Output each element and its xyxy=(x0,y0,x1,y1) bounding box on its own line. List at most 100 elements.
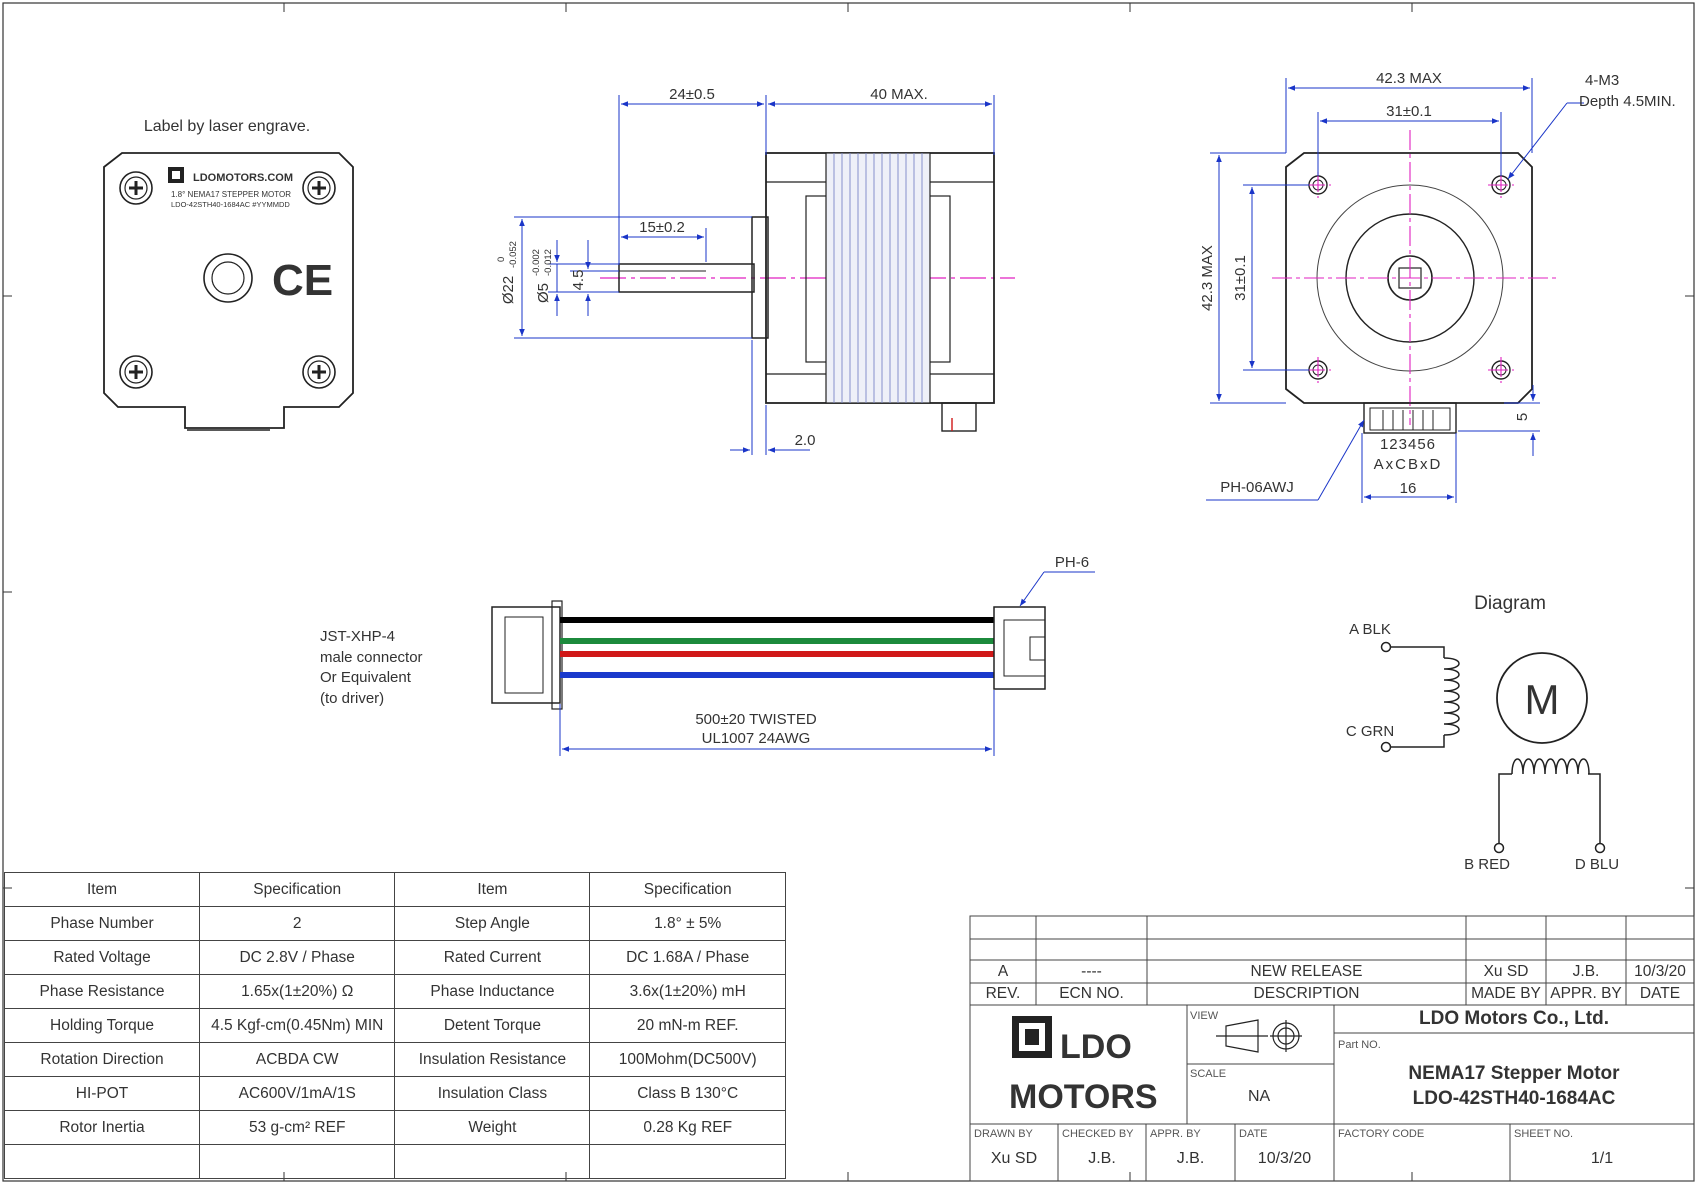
table-cell: 1.8° ± 5% xyxy=(589,906,786,941)
coil-b-d xyxy=(1511,758,1590,775)
dim-16: 16 xyxy=(1400,480,1417,497)
label-d-blu: D BLU xyxy=(1575,856,1619,873)
sheet-no-label: SHEET NO. xyxy=(1514,1128,1574,1140)
table-cell: Phase Number xyxy=(3,906,201,941)
laser-note: Label by laser engrave. xyxy=(144,118,310,135)
part-name: NEMA17 Stepper Motor xyxy=(1408,1063,1620,1084)
table-cell: DC 2.8V / Phase xyxy=(199,940,396,975)
dim-5-tol-bot: -0.012 xyxy=(543,249,554,276)
appr-by-label: APPR. BY xyxy=(1150,1128,1201,1140)
wiring-diagram: Diagram A BLK C GRN B RED D BLU M xyxy=(1346,593,1619,873)
appr-by-bottom: J.B. xyxy=(1176,1150,1205,1167)
table-row xyxy=(3,1144,786,1179)
motor-symbol xyxy=(1496,652,1588,744)
cable-length: 500±20 TWISTED xyxy=(695,711,817,728)
side-view: 24±0.5 40 MAX. 15±0.2 2.0 Ø22 0 -0.052 Ø… xyxy=(496,86,1015,455)
label-a-blk: A BLK xyxy=(1349,621,1391,638)
coil-a-c xyxy=(1443,657,1460,736)
stator-laminations xyxy=(825,152,931,404)
table-cell: ACBDA CW xyxy=(199,1042,396,1077)
header-cell: Specification xyxy=(589,872,786,907)
table-cell: Weight xyxy=(394,1110,591,1145)
screw-icon xyxy=(119,355,153,389)
label-line1: 1.8° NEMA17 STEPPER MOTOR xyxy=(171,190,291,199)
drawn-by-value: Xu SD xyxy=(990,1150,1038,1167)
jst-line1: JST-XHP-4 xyxy=(320,628,395,645)
label-logo-icon xyxy=(168,167,184,183)
checked-by-label: CHECKED BY xyxy=(1062,1128,1134,1140)
cable-spec: UL1007 24AWG xyxy=(702,730,811,747)
table-cell xyxy=(589,1144,786,1179)
table-cell: 1.65x(1±20%) Ω xyxy=(199,974,396,1009)
table-cell: 100Mohm(DC500V) xyxy=(589,1042,786,1077)
pin-letters: AxCBxD xyxy=(1374,456,1443,473)
table-cell: Rated Current xyxy=(394,940,591,975)
motor-back-outline xyxy=(103,152,354,429)
part-number: LDO-42STH40-1684AC xyxy=(1412,1088,1616,1109)
table-cell xyxy=(394,1144,591,1179)
header-cell: Item xyxy=(394,872,591,907)
ldo-logo-icon xyxy=(1012,1016,1052,1058)
label-brand: LDOMOTORS.COM xyxy=(193,172,293,184)
table-header-row: Item Specification Item Specification xyxy=(3,872,786,907)
label-c-grn: C GRN xyxy=(1346,723,1394,740)
table-cell: DC 1.68A / Phase xyxy=(589,940,786,975)
table-cell: Rotation Direction xyxy=(3,1042,201,1077)
table-cell: Insulation Class xyxy=(394,1076,591,1111)
description-header: DESCRIPTION xyxy=(1253,985,1360,1002)
table-cell: Phase Inductance xyxy=(394,974,591,1009)
dim-2: 2.0 xyxy=(795,432,816,449)
pin-numbers: 123456 xyxy=(1380,436,1436,453)
connector-label: PH-06AWJ xyxy=(1220,479,1294,496)
table-cell: HI-POT xyxy=(3,1076,201,1111)
view-label: VIEW xyxy=(1190,1010,1219,1022)
date-header: DATE xyxy=(1639,985,1681,1002)
ph6-connector xyxy=(993,606,1046,690)
table-cell: 3.6x(1±20%) mH xyxy=(589,974,786,1009)
rev-header: REV. xyxy=(985,985,1021,1002)
jst-line4: (to driver) xyxy=(320,690,384,707)
table-cell: 2 xyxy=(199,906,396,941)
made-by-header: MADE BY xyxy=(1471,985,1541,1002)
factory-code-label: FACTORY CODE xyxy=(1338,1128,1425,1140)
table-cell: Class B 130°C xyxy=(589,1076,786,1111)
dim-22-tol-top: 0 xyxy=(496,257,507,262)
header-cell: Specification xyxy=(199,872,396,907)
dim-5-tol-top: -0.002 xyxy=(531,249,542,276)
screw-icon xyxy=(302,171,336,205)
front-view: 123456 AxCBxD 42.3 MAX 31±0.1 4-M3 Depth… xyxy=(1199,70,1676,503)
appr-by-header: APPR. BY xyxy=(1550,985,1622,1002)
date-label: DATE xyxy=(1239,1128,1268,1140)
label-b-red: B RED xyxy=(1464,856,1510,873)
shaft xyxy=(618,263,755,293)
rev-value: A xyxy=(997,963,1009,980)
label-view: Label by laser engrave. LDOMOTORS.COM 1.… xyxy=(103,118,354,431)
table-cell: AC600V/1mA/1S xyxy=(199,1076,396,1111)
dim-24: 24±0.5 xyxy=(669,86,715,103)
table-cell: 0.28 Kg REF xyxy=(589,1110,786,1145)
title-block-lines xyxy=(969,915,1695,1182)
description-value: NEW RELEASE xyxy=(1250,963,1363,980)
table-cell: Rotor Inertia xyxy=(3,1110,201,1145)
made-by-value: Xu SD xyxy=(1483,963,1529,980)
drawn-by-label: DRAWN BY xyxy=(974,1128,1033,1140)
dim-40: 40 MAX. xyxy=(870,86,928,103)
table-cell: 53 g-cm² REF xyxy=(199,1110,396,1145)
motor-letter: M xyxy=(1525,676,1560,723)
table-cell: Step Angle xyxy=(394,906,591,941)
ph6-label: PH-6 xyxy=(1055,554,1089,571)
date-value: 10/3/20 xyxy=(1634,963,1686,980)
dim-423-v: 42.3 MAX xyxy=(1199,245,1216,311)
ce-mark: CE xyxy=(272,256,333,305)
front-connector xyxy=(1363,402,1457,434)
table-cell: Holding Torque xyxy=(3,1008,201,1043)
scale-value: NA xyxy=(1248,1088,1271,1105)
dim-22: Ø22 xyxy=(500,276,517,304)
